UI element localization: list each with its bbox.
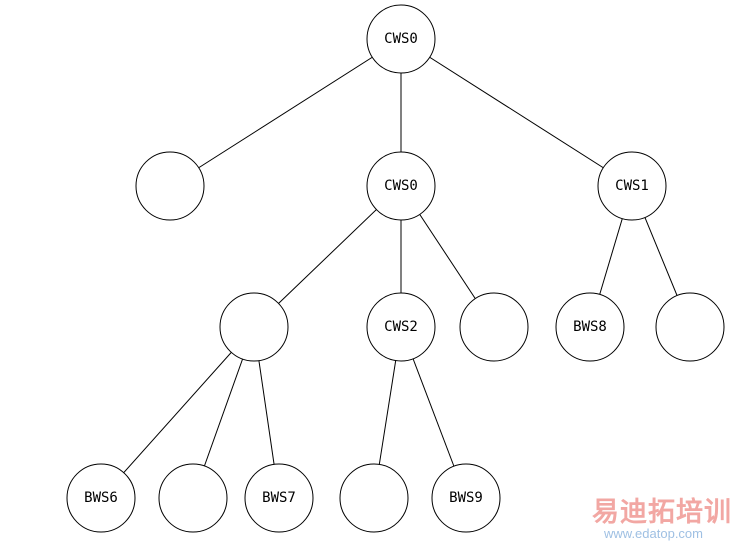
edge-n4-n9 (100, 326, 255, 499)
node-label: BWS8 (573, 319, 607, 335)
edge-n0-n3 (400, 38, 633, 187)
node-circle (366, 292, 436, 362)
node-circle (555, 292, 625, 362)
tree-node-n4 (219, 292, 289, 362)
node-label: CWS0 (384, 178, 418, 194)
node-circle (244, 463, 314, 533)
node-label: BWS9 (449, 490, 483, 506)
tree-node-n9: BWS6 (66, 463, 136, 533)
node-label: BWS7 (262, 490, 296, 506)
tree-edges (100, 38, 691, 499)
watermark-logo: 易迪拓培训 www.edatop.com (592, 497, 732, 541)
watermark-text: 易迪拓培训 (592, 497, 732, 528)
node-label: CWS2 (384, 319, 418, 335)
node-label: CWS0 (384, 31, 418, 47)
watermark-url: www.edatop.com (603, 526, 703, 541)
tree-node-n13: BWS9 (431, 463, 501, 533)
tree-node-n12 (339, 463, 409, 533)
edge-n0-n1 (169, 38, 402, 187)
node-label: CWS1 (615, 178, 649, 194)
tree-node-n5: CWS2 (366, 292, 436, 362)
tree-node-n3: CWS1 (597, 151, 667, 221)
tree-node-n0: CWS0 (366, 4, 436, 74)
tree-node-n8 (655, 292, 725, 362)
node-circle (655, 292, 725, 362)
node-circle (66, 463, 136, 533)
node-circle (158, 463, 228, 533)
node-circle (339, 463, 409, 533)
node-circle (366, 151, 436, 221)
tree-node-n1 (135, 151, 205, 221)
tree-node-n6 (459, 292, 529, 362)
tree-node-n7: BWS8 (555, 292, 625, 362)
node-circle (431, 463, 501, 533)
node-circle (459, 292, 529, 362)
node-label: BWS6 (84, 490, 118, 506)
node-circle (135, 151, 205, 221)
node-circle (219, 292, 289, 362)
node-circle (597, 151, 667, 221)
tree-node-n11: BWS7 (244, 463, 314, 533)
tree-node-n2: CWS0 (366, 151, 436, 221)
node-circle (366, 4, 436, 74)
tree-node-n10 (158, 463, 228, 533)
